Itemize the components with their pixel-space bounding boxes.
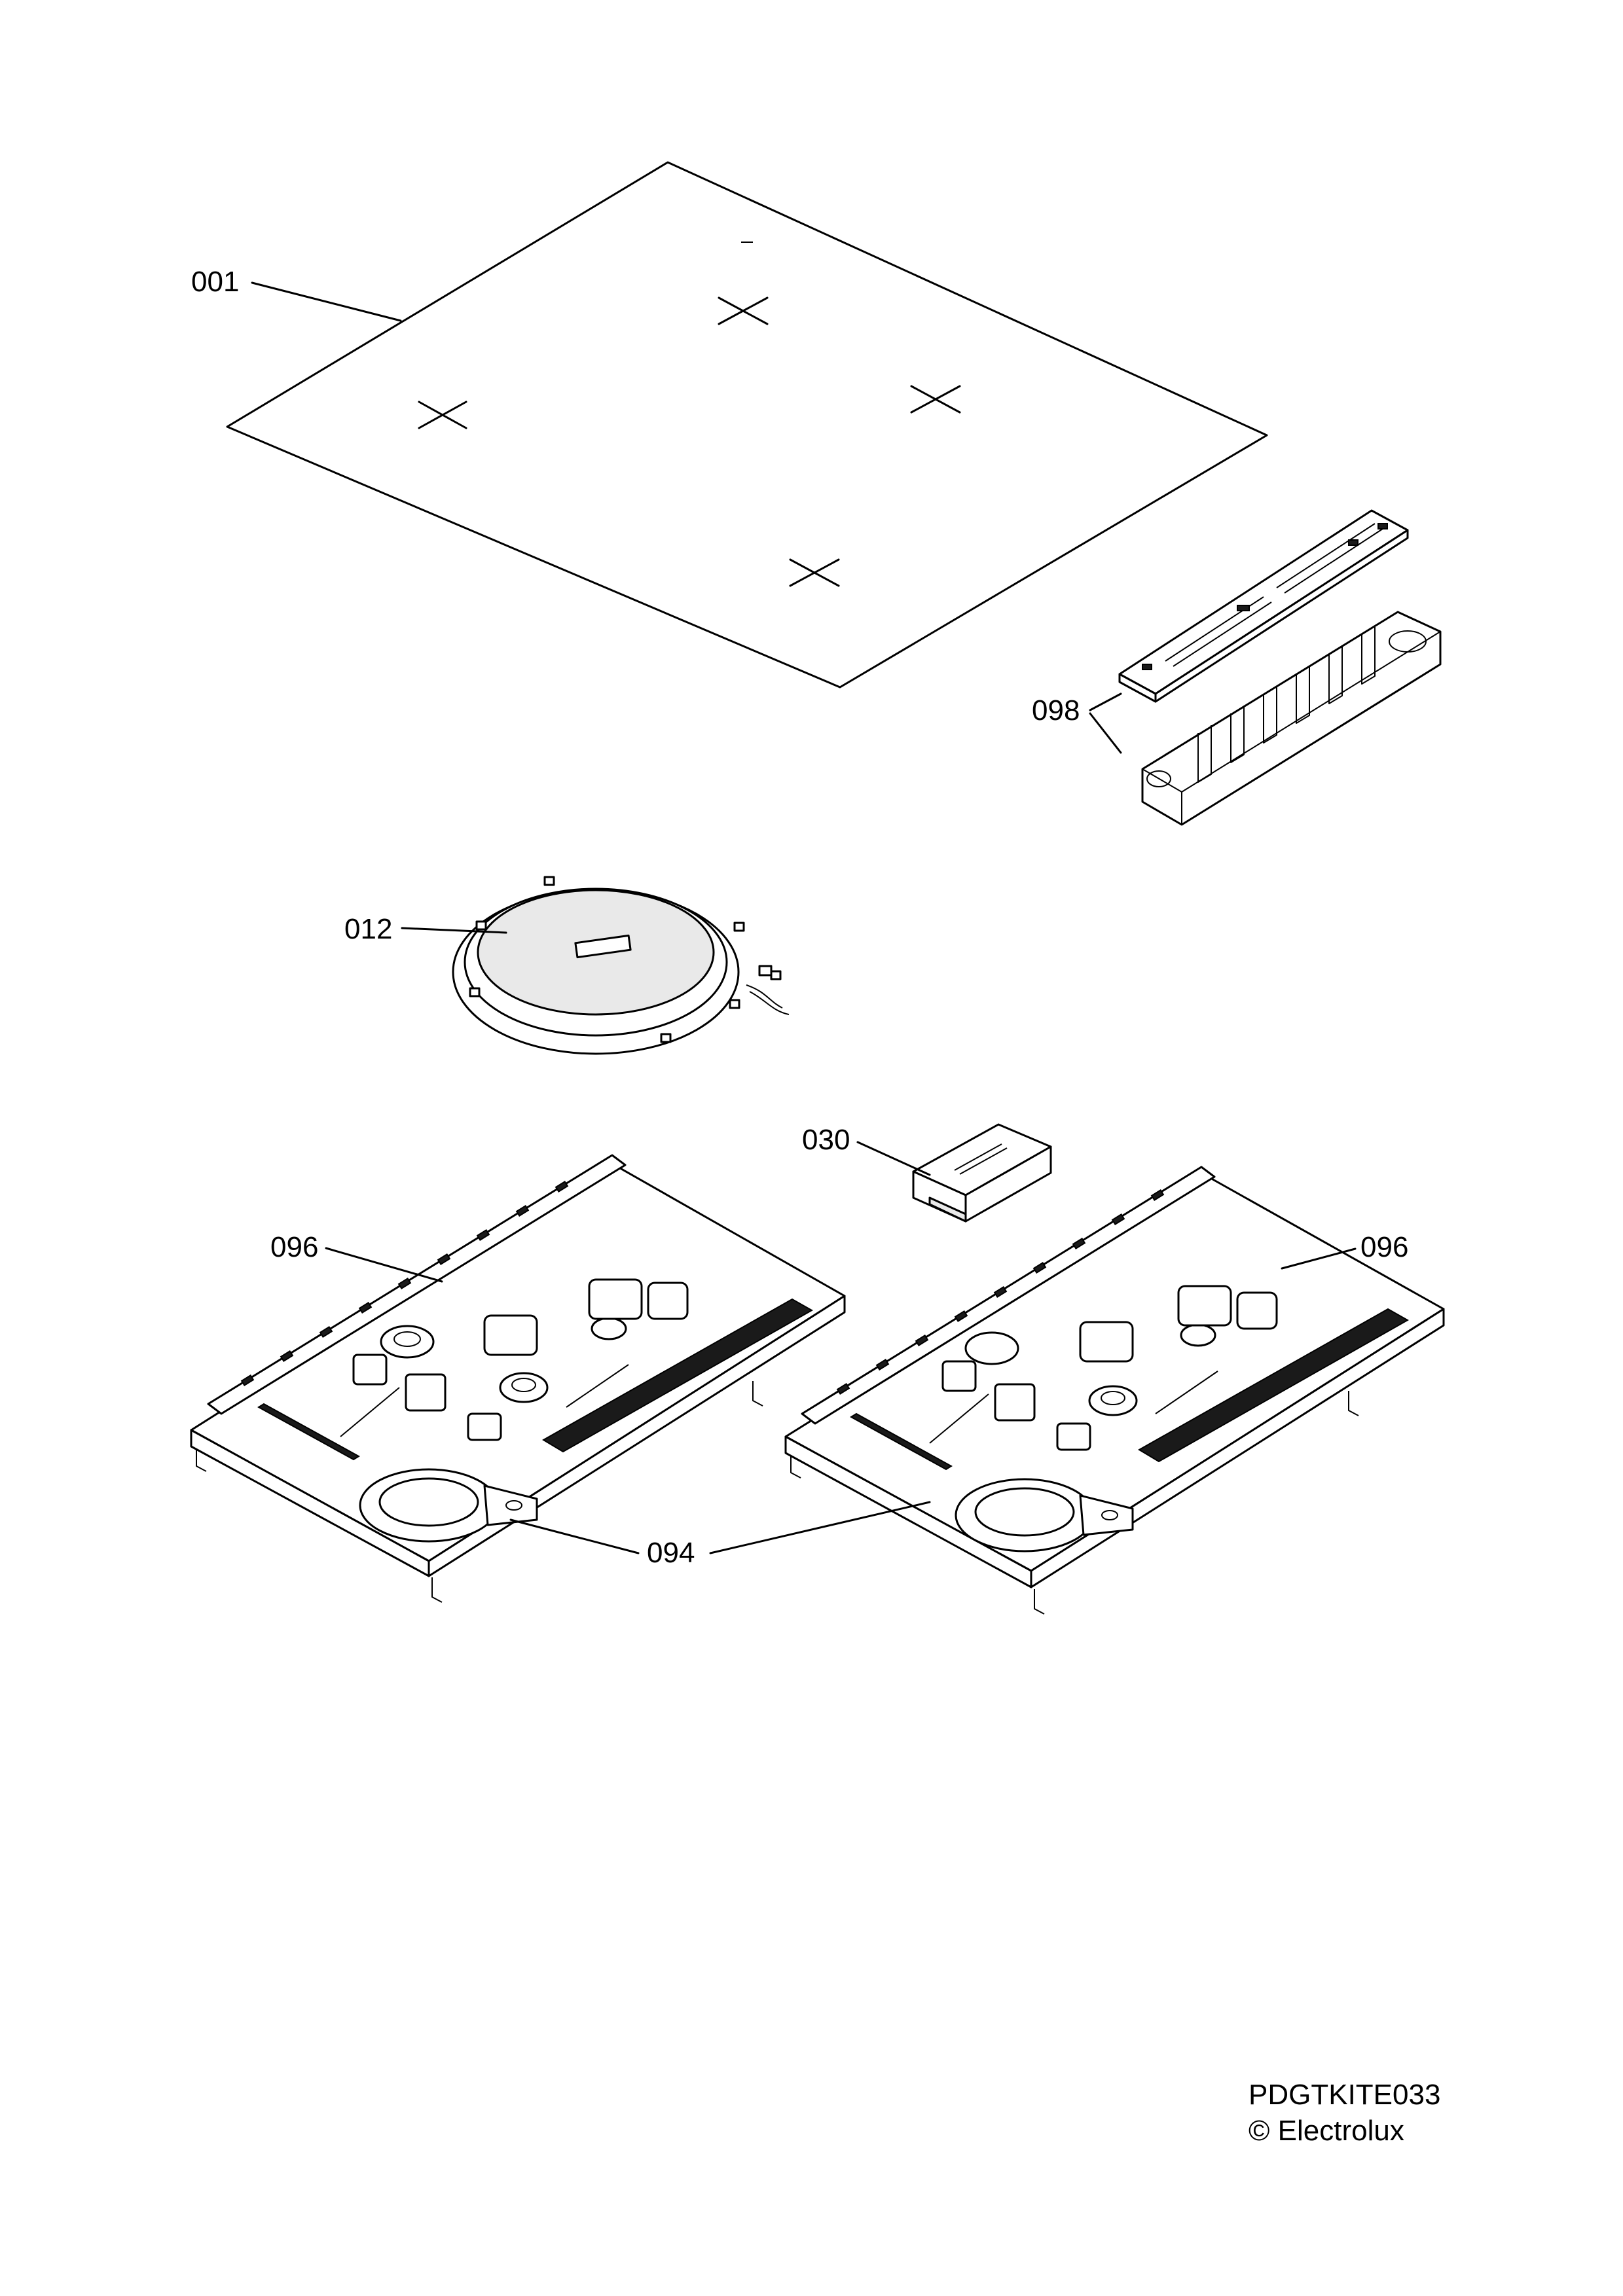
choke-ring-right-part [955, 1478, 1134, 1552]
part-label-096-left: 096 [270, 1231, 318, 1263]
generator-board-right-part [784, 1166, 1445, 1615]
glass-top-part [226, 161, 1268, 689]
part-label-096-right: 096 [1360, 1231, 1408, 1263]
part-label-030: 030 [802, 1124, 850, 1156]
leader-line-096-left [325, 1247, 443, 1283]
right-rear-wall-slots [836, 1189, 1165, 1395]
drawing-code: PDGTKITE033 [1249, 2079, 1440, 2111]
leader-line-012 [401, 927, 507, 934]
coil-mounting-tabs [469, 876, 745, 1043]
zone-mark-front-left [418, 401, 467, 429]
zone-mark-front-right [789, 558, 840, 587]
part-label-098: 098 [1032, 694, 1080, 726]
bracket-ribs [1146, 627, 1427, 787]
generator-board-left-part [190, 1154, 846, 1603]
control-panel-part [1118, 509, 1442, 826]
leader-lines-098 [1089, 692, 1122, 754]
leader-lines-094 [509, 1501, 931, 1554]
induction-coil-part [452, 876, 790, 1055]
zone-mark-rear-right [910, 385, 961, 414]
right-board-components [929, 1285, 1278, 1451]
part-label-094: 094 [647, 1537, 695, 1569]
choke-ring-left-part [359, 1468, 538, 1543]
copyright-notice: © Electrolux [1249, 2115, 1404, 2147]
left-rear-wall-slots [240, 1180, 569, 1387]
part-label-012: 012 [344, 913, 392, 945]
leader-line-001 [251, 281, 402, 322]
leader-line-030 [856, 1141, 931, 1176]
coil-terminal-wires [746, 965, 790, 1015]
filter-module-part [912, 1123, 1052, 1223]
leader-line-096-right [1281, 1247, 1357, 1270]
zone-mark-rear-left [718, 296, 769, 325]
control-panel-slider-marks [1142, 523, 1388, 670]
left-board-components [340, 1278, 689, 1441]
part-label-001: 001 [191, 266, 239, 298]
